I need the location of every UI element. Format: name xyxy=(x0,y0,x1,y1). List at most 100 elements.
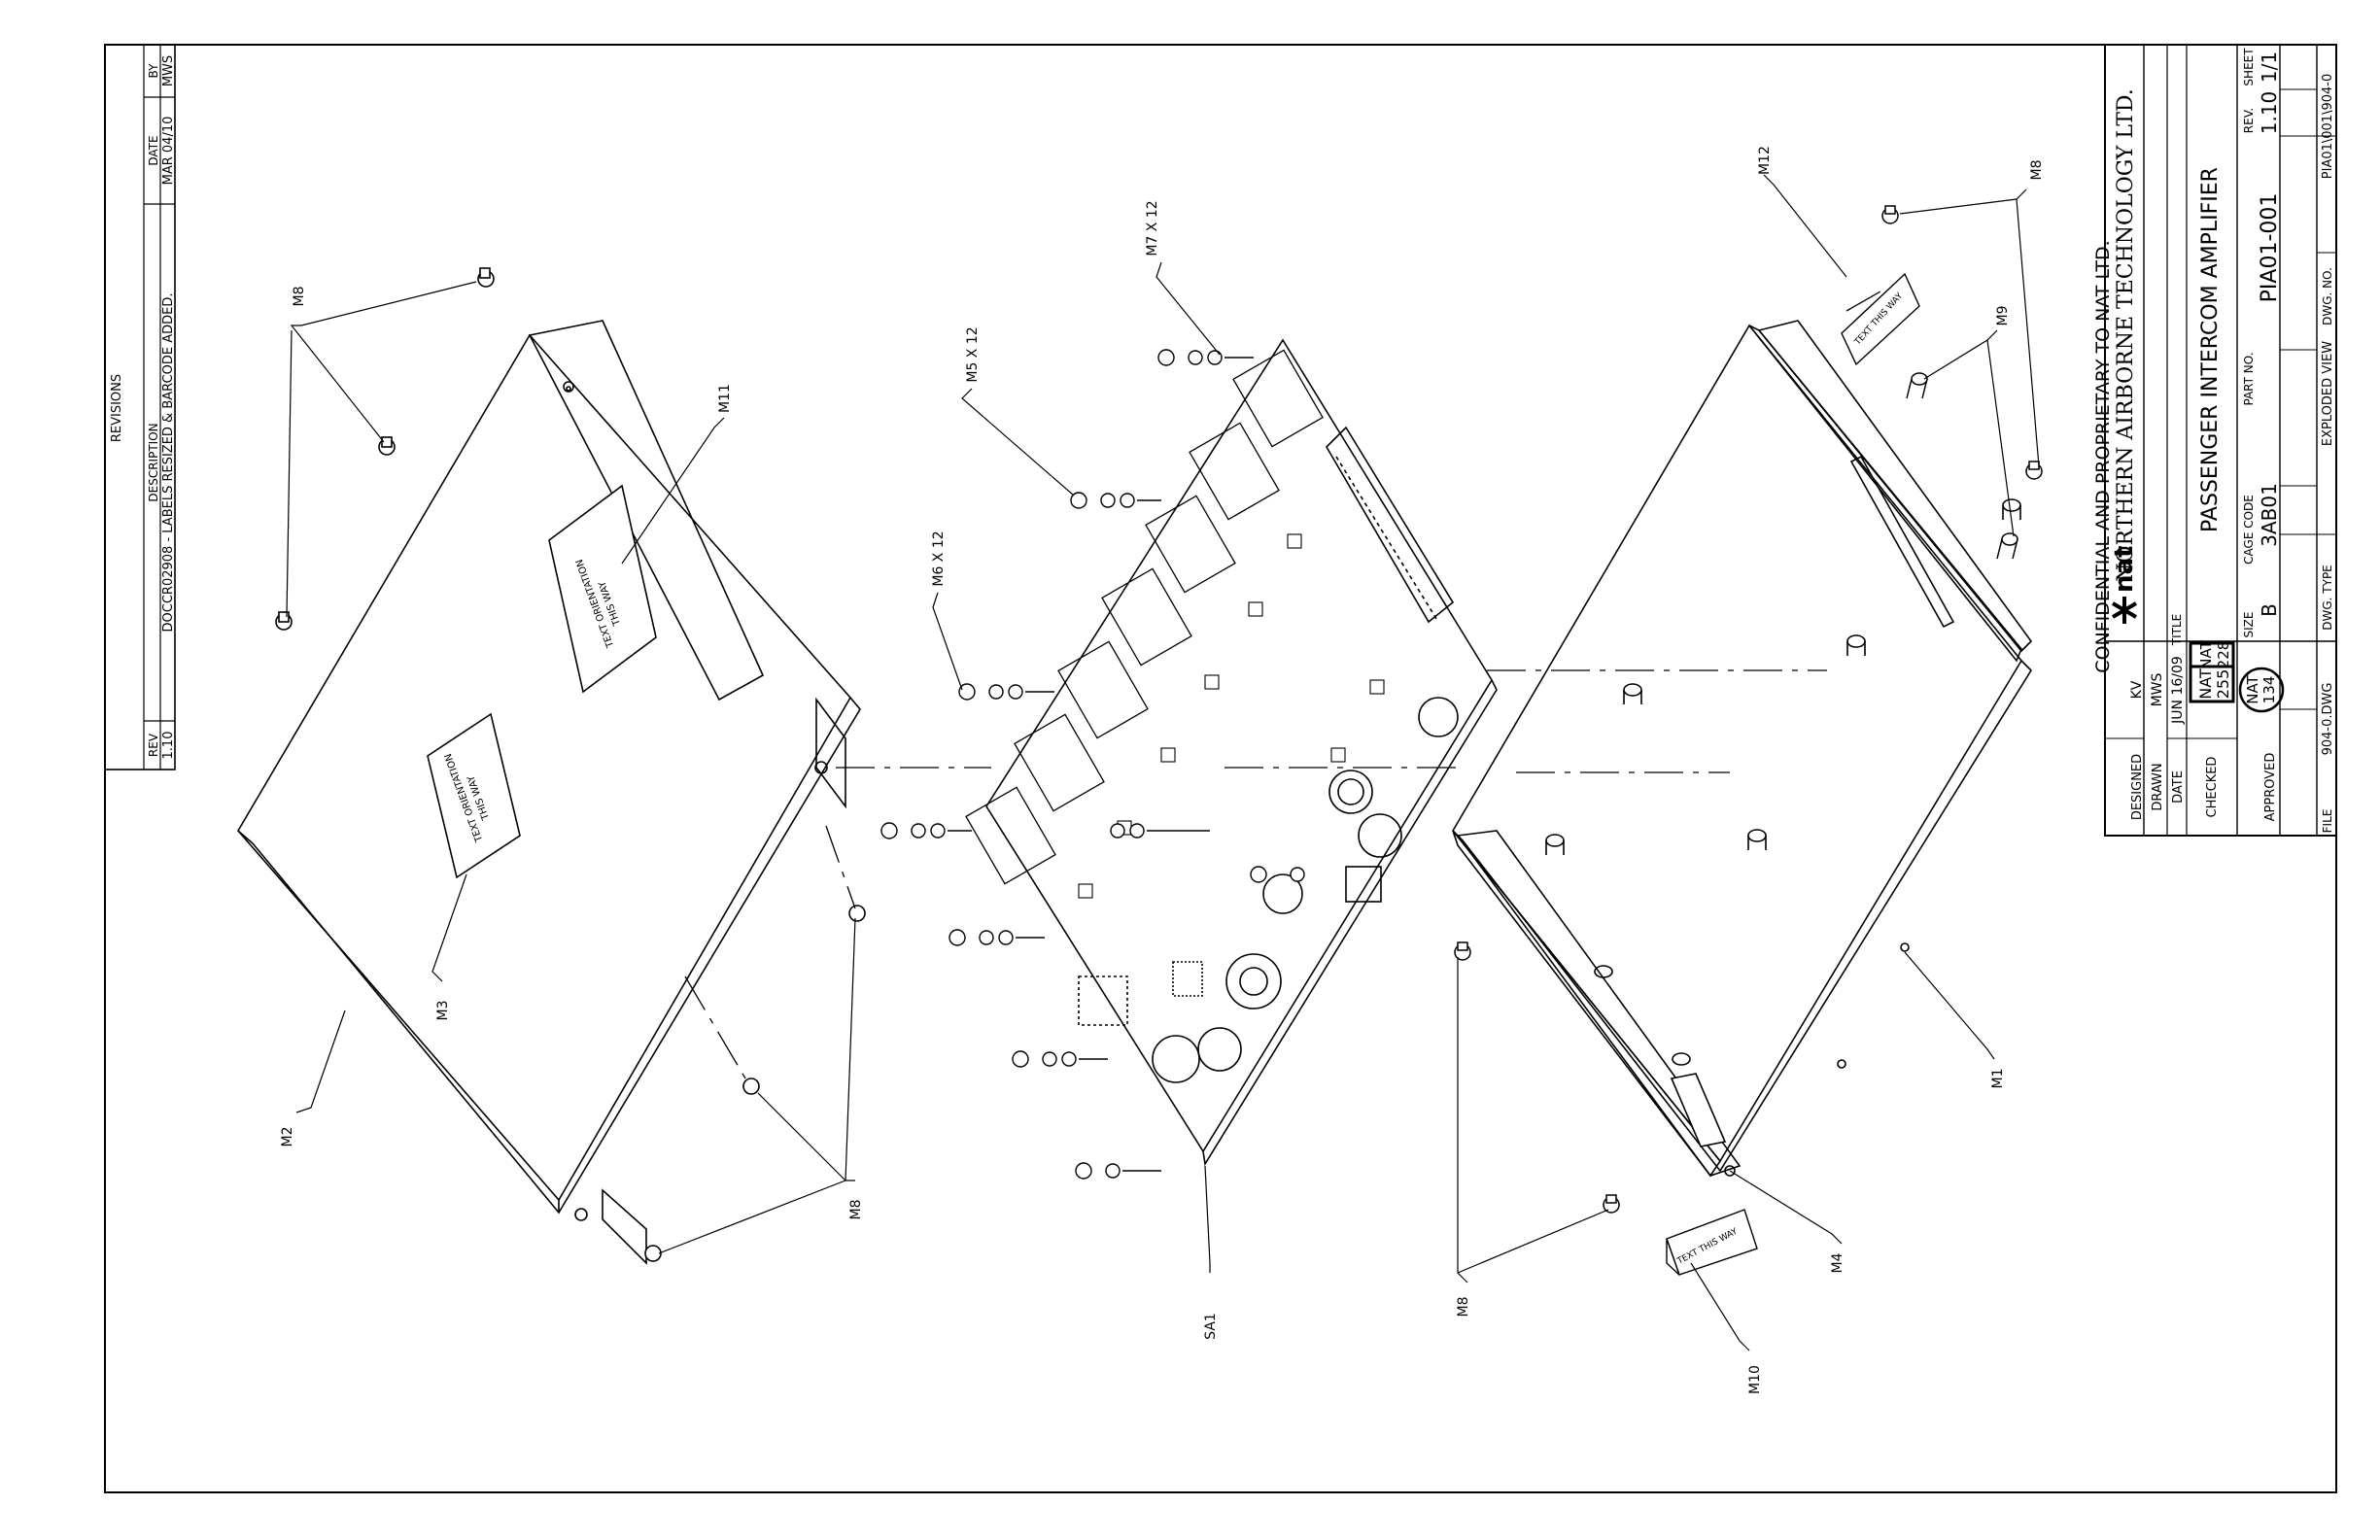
logo-text: nat xyxy=(2110,546,2139,593)
db-connector xyxy=(1325,426,1455,624)
capacitor xyxy=(1418,697,1459,737)
confidential-notice: CONFIDENTIAL AND PROPRIETARY TO NAT LTD. xyxy=(2092,240,2114,672)
drawn-value: MWS xyxy=(2150,672,2165,706)
approved-stamp xyxy=(2238,667,2285,713)
revision-row-desc: DOCCR02908 - LABELS RESIZED & BARCODE AD… xyxy=(161,293,176,633)
callout-leaders xyxy=(286,174,2040,1352)
standoff-icon xyxy=(2002,498,2021,520)
callout-m1: M1 xyxy=(1990,1069,2006,1089)
rev-value: 1.10 xyxy=(2258,91,2281,135)
revision-row-rev: 1.10 xyxy=(161,732,176,760)
screw-icon xyxy=(742,1078,760,1095)
standoff-icon xyxy=(1747,829,1767,850)
standoff-icon xyxy=(1672,1052,1691,1066)
title-block: CONFIDENTIAL AND PROPRIETARY TO NAT LTD.… xyxy=(2092,44,2337,837)
dwg-no-label: DWG. NO. xyxy=(2321,267,2334,325)
screw-washer-set xyxy=(1157,349,1254,366)
screw-washer-set xyxy=(1110,823,1210,838)
screw-washer-set xyxy=(1012,1050,1108,1068)
designed-value: KV xyxy=(2129,680,2145,699)
board-screws xyxy=(880,349,1305,1180)
callout-m8-2: M8 xyxy=(848,1200,864,1220)
size-value: B xyxy=(2258,603,2281,617)
checked-stamp-b-frame xyxy=(2189,641,2235,668)
callout-m4: M4 xyxy=(1830,1252,1845,1273)
nat-logo: nat xyxy=(2110,546,2139,624)
capacitor xyxy=(1358,813,1402,858)
screw-icon xyxy=(1881,205,1899,224)
revisions-header: REVISIONS xyxy=(110,374,124,442)
screw-washer-set xyxy=(1250,866,1305,883)
cage-code-value: 3AB01 xyxy=(2258,483,2281,547)
checked-label: CHECKED xyxy=(2205,757,2220,818)
standoff-icon xyxy=(1996,532,2018,560)
file-label: FILE xyxy=(2321,809,2334,834)
sheet-value: 1/1 xyxy=(2258,51,2281,83)
part-no-value: PIA01-001 xyxy=(2258,193,2282,303)
callout-m3: M3 xyxy=(435,1001,451,1021)
standoff-icon xyxy=(1594,965,1613,978)
revision-row-date: MAR 04/10 xyxy=(161,117,176,186)
part-no-label: PART NO. xyxy=(2242,352,2256,405)
approved-label: APPROVED xyxy=(2263,753,2278,822)
rev-col-header: REV xyxy=(147,733,160,757)
callout-m9: M9 xyxy=(1995,306,2011,326)
revisions-block: REVISIONS REV DESCRIPTION DATE BY 1.10 D… xyxy=(104,44,176,770)
screw-icon xyxy=(378,436,396,456)
cover-screws xyxy=(275,267,866,1262)
callout-m8-1: M8 xyxy=(292,287,307,307)
ic-chip xyxy=(1172,961,1203,997)
desc-col-header: DESCRIPTION xyxy=(147,423,160,501)
callout-m11: M11 xyxy=(717,384,733,413)
title-label: TITLE xyxy=(2170,614,2184,646)
revision-row-by: MWS xyxy=(161,55,176,86)
capacitor xyxy=(1328,770,1373,814)
drawing-title: PASSENGER INTERCOM AMPLIFIER xyxy=(2198,167,2223,532)
asterisk-icon xyxy=(2111,597,2138,624)
screw-icon xyxy=(1603,1194,1620,1214)
stamp-b-line1: NAT xyxy=(2197,639,2215,668)
standoff-icon xyxy=(1906,372,1928,399)
callout-m7: M7 X 12 xyxy=(1145,200,1160,256)
component-row xyxy=(1078,533,1385,899)
drawn-label: DRAWN xyxy=(2151,763,2165,810)
date-label: DATE xyxy=(2171,770,2186,804)
stamp-a-line2: 255 xyxy=(2214,669,2232,700)
dwg-type-label: DWG. TYPE xyxy=(2321,565,2334,631)
screw-icon xyxy=(2025,461,2043,480)
rear-slot xyxy=(1849,455,1955,629)
size-label: SIZE xyxy=(2242,612,2256,638)
dwg-type-value: EXPLODED VIEW xyxy=(2321,341,2335,446)
screw-washer-set xyxy=(880,822,972,839)
callout-labels: M8 M11 M3 M2 M8 M5 X 12 M6 X 12 M7 X 12 … xyxy=(280,146,2045,1394)
file-value: 904-0.DWG xyxy=(2321,683,2335,756)
standoff-icon xyxy=(1623,683,1642,704)
stamp-a-line1: NAT xyxy=(2196,668,2215,700)
callout-m2: M2 xyxy=(280,1127,295,1147)
stamp-b-line2: 228 xyxy=(2215,641,2232,669)
screw-icon xyxy=(477,267,495,288)
connector-round xyxy=(1225,953,1282,1010)
callout-m12: M12 xyxy=(1757,146,1773,175)
connector-round xyxy=(1197,1027,1242,1072)
screw-icon xyxy=(275,611,293,631)
connector-round xyxy=(1152,1035,1200,1083)
base-chassis-m1 xyxy=(1452,320,2033,1178)
approved-line2: 134 xyxy=(2260,676,2278,704)
company-name: NORTHERN AIRBORNE TECHNOLOGY LTD. xyxy=(2114,88,2138,582)
approved-line1: NAT xyxy=(2244,674,2261,703)
header-pins xyxy=(1078,975,1128,1026)
callout-m8-3: M8 xyxy=(2029,160,2045,181)
screw-washer-set xyxy=(958,683,1054,701)
circuit-board-sa1 xyxy=(965,338,1498,1167)
by-col-header: BY xyxy=(147,63,160,79)
capacitor xyxy=(1262,873,1303,914)
sheet-label: SHEET xyxy=(2242,48,2256,86)
date-value: JUN 16/09 xyxy=(2170,656,2186,725)
callout-sa1: SA1 xyxy=(1203,1313,1219,1340)
cage-code-label: CAGE CODE xyxy=(2242,495,2256,565)
dwg-no-value: PIA01\001\904-0 xyxy=(2321,74,2335,179)
screw-washer-set xyxy=(949,929,1045,946)
center-lines xyxy=(684,291,1881,1084)
